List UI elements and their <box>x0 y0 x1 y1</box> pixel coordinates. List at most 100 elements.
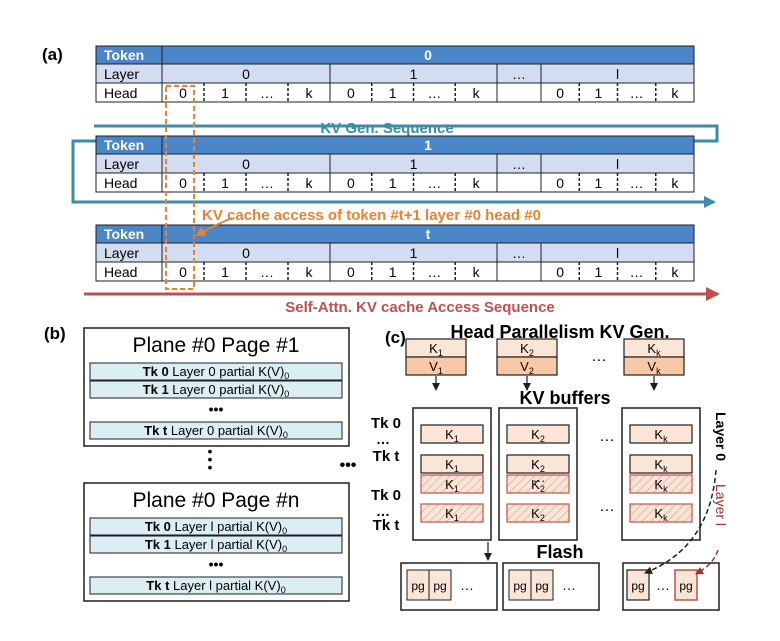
flash-page-cell-layerl <box>674 569 698 601</box>
head-value: k <box>306 85 314 101</box>
layer-value: l <box>616 245 619 261</box>
kv-buffer-cell-label: K1 <box>445 427 459 444</box>
page-row-text: Tk 0 Layer 0 partial K(V)0 <box>143 364 290 381</box>
head-value: k <box>671 264 679 280</box>
page-row-text: Tk 1 Layer l partial K(V)0 <box>145 537 287 554</box>
head-value: k <box>473 85 481 101</box>
head-value: k <box>306 264 314 280</box>
page-title: Plane #0 Page #1 <box>133 334 300 357</box>
panel-label-c: (c) <box>385 328 406 347</box>
head-row-label: Head <box>104 85 137 101</box>
kv-buffer-cell-label: K2 <box>531 427 545 444</box>
flash-page-cell <box>428 569 452 601</box>
panel-label-a: (a) <box>42 45 63 64</box>
page-row <box>89 380 343 399</box>
kv-buffer-cell <box>506 424 570 444</box>
flash-box-2: pg…pg <box>622 562 720 611</box>
flash-ellipsis: … <box>562 577 576 593</box>
kv-buffer-cell-label: K1 <box>445 506 459 523</box>
layer-row <box>95 242 695 263</box>
kv-buffer-cell <box>420 424 484 444</box>
kv-cache-access-label: KV cache access of token #t+1 layer #0 h… <box>202 207 541 224</box>
head-value: 1 <box>594 85 602 101</box>
buffer-ellipsis-bottom: … <box>599 498 615 515</box>
head-value: 1 <box>594 264 602 280</box>
v-cell-label: V2 <box>520 359 534 376</box>
head-value: 0 <box>179 264 187 280</box>
v-cell-label: Vk <box>647 359 661 376</box>
head-value: k <box>473 264 481 280</box>
tk-label: Tk 0 <box>371 415 401 432</box>
kv-buffer-cell-label: K1 <box>445 457 459 474</box>
kv-buffer-cell <box>506 454 570 474</box>
tk-label: Tk t <box>373 448 400 465</box>
layerl-label: Layer l <box>713 484 729 526</box>
head-parallelism-title: Head Parallelism KV Gen. <box>450 322 669 342</box>
k-cell-label: K2 <box>520 341 534 358</box>
head-value: k <box>671 175 679 191</box>
v-cell-label: V1 <box>429 359 443 376</box>
flash-page-label: pg <box>513 579 526 593</box>
head-value: … <box>630 264 644 280</box>
head-row <box>95 82 695 103</box>
head-value: 1 <box>389 264 397 280</box>
page-block-1: Plane #0 Page #nTk 0 Layer l partial K(V… <box>83 482 350 602</box>
page-row <box>89 535 343 554</box>
head-value: … <box>260 264 274 280</box>
token-value: 0 <box>424 47 432 63</box>
page-row <box>89 421 343 440</box>
kv-buffers-title: KV buffers <box>519 388 610 408</box>
layer0-label: Layer 0 <box>713 412 729 461</box>
layer0-to-flash-arrow <box>644 469 717 575</box>
layerl-to-flash-arrow <box>695 549 719 575</box>
flash-pages: Plane #0 Page #1 Tk 0 Layer 0 partial K(V… <box>83 327 350 602</box>
layer-value: 1 <box>410 66 418 82</box>
layer-value: l <box>616 156 619 172</box>
page-row <box>89 517 343 536</box>
self-attn-sequence-label: Self-Attn. KV cache Access Sequence <box>285 299 555 316</box>
layer-row <box>95 153 695 174</box>
layer-value: 0 <box>242 245 250 261</box>
head-value: 1 <box>389 85 397 101</box>
head-value: 1 <box>221 264 229 280</box>
kv-buffer-cell-label: Kk <box>654 477 668 494</box>
page-row-text: Tk 1 Layer 0 partial K(V)0 <box>143 382 290 399</box>
head-generators-ellipsis: … <box>591 348 607 365</box>
kv-buffer-panel: K1V1K2V2KkVk…K1K1K1K1K2K2K2K2KkKkKkKk………… <box>371 338 729 611</box>
flash-page-label: pg <box>433 579 446 593</box>
head-value: k <box>473 175 481 191</box>
v-cell <box>496 356 558 376</box>
head-value: 0 <box>347 264 355 280</box>
layer-value: 1 <box>410 245 418 261</box>
head-row <box>95 261 695 282</box>
head-value: k <box>306 175 314 191</box>
page-title: Plane #0 Page #n <box>133 489 300 512</box>
flash-page-cell <box>626 569 650 601</box>
kv-buffer-cell <box>506 474 570 494</box>
kv-buffer-cell-label: Kk <box>654 506 668 523</box>
head-value: 1 <box>594 175 602 191</box>
head-value: 1 <box>389 175 397 191</box>
panel-label-b: (b) <box>44 324 66 343</box>
page-row-dots: ••• <box>209 556 224 572</box>
head-value: … <box>427 85 441 101</box>
layer-row <box>95 63 695 84</box>
page-row <box>89 362 343 381</box>
buffer-vertical-ellipsis: … <box>533 470 546 485</box>
page-row-dots: ••• <box>209 401 224 417</box>
tk-label: Tk 0 <box>371 487 401 504</box>
head-row-label: Head <box>104 175 137 191</box>
layer-value: l <box>616 66 619 82</box>
head-row <box>95 172 695 193</box>
flash-page-label: pg <box>679 579 692 593</box>
head-value: k <box>671 85 679 101</box>
